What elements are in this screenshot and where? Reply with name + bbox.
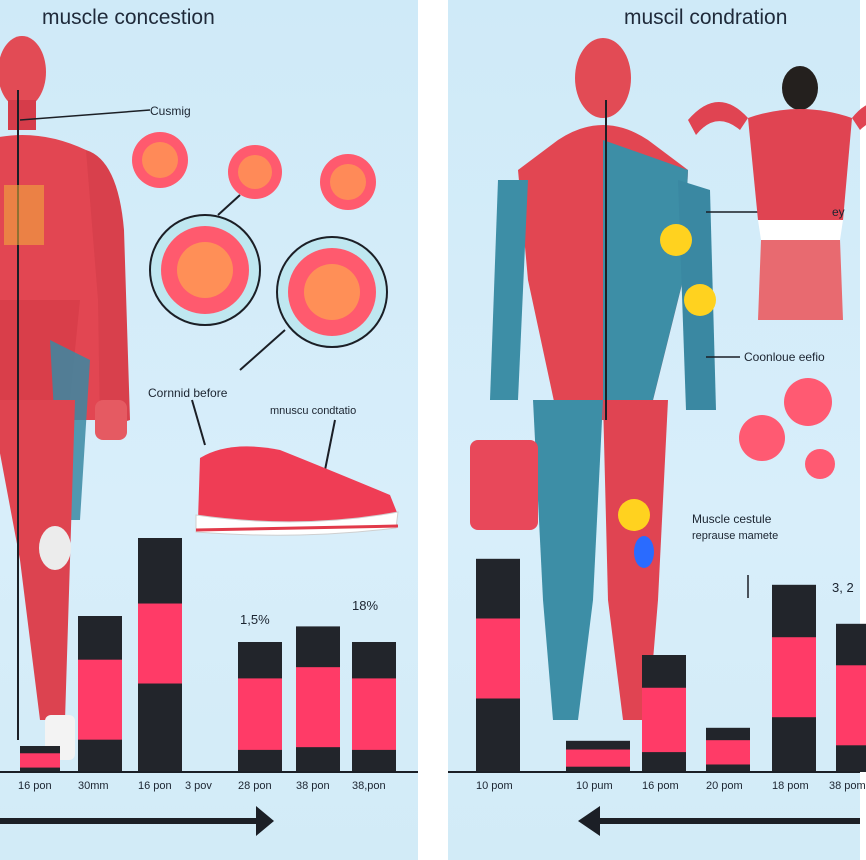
callout-shoe: mnuscu condtatio [270,405,357,417]
bar-segment [836,665,866,746]
left-illustration [0,36,418,773]
x-tick-label: 20 pom [706,780,743,792]
right-title: muscil condration [624,6,788,29]
bar-segment [706,740,750,765]
left-title: muscle concestion [42,6,215,29]
muscle-figure-left [0,36,151,760]
x-tick-label: 16 pon [138,780,172,792]
panel-divider [418,0,448,860]
callout-back: ey [832,205,845,219]
x-tick-label: 30mm [78,780,109,792]
bar-segment [20,753,60,768]
right-illustration [448,38,866,773]
x-tick-label: 28 pon [238,780,272,792]
bar-segment [238,678,282,750]
value-label: 3, 2 [832,580,854,595]
arrow-left [598,818,860,824]
x-tick-label: 18 pom [772,780,809,792]
x-tick-label: 16 pon [18,780,52,792]
x-tick-label: 3 pov [185,780,212,792]
bar-segment [476,618,520,699]
right-panel: muscil condration ey Coonloue eefio Musc… [448,0,866,860]
callout-muscle-sub: reprause mamete [692,530,779,542]
bar-segment [296,667,340,748]
callout-before: Cornnid before [148,386,228,400]
x-tick-label: 10 pum [576,780,613,792]
arrow-right [0,818,258,824]
x-tick-label: 10 pom [476,780,513,792]
bar-segment [642,687,686,753]
value-label: 1,5% [240,612,270,627]
sneaker-icon [195,446,399,536]
cell-cluster-left [132,132,388,471]
value-label: 18% [352,598,379,613]
bar-segment [78,659,122,740]
x-tick-label: 38 pon [296,780,330,792]
x-tick-label: 38,pon [352,780,386,792]
bar-segment [352,678,396,750]
x-tick-label: 16 pom [642,780,679,792]
callout-top: Cusmig [150,104,191,118]
x-tick-label: 38 pom [829,780,866,792]
bar-segment [772,637,816,718]
muscle-figure-right [470,38,828,720]
callout-muscle: Muscle cestule [692,512,772,526]
left-panel: muscle concestion Cusmig Cornnid before … [0,0,418,860]
cell-cluster-right [739,378,835,479]
right-bar-chart [448,558,866,773]
back-figure [688,66,866,320]
bar-segment [566,749,630,767]
callout-cell: Coonloue eefio [744,350,825,364]
bar-segment [138,603,182,684]
left-bar-chart [0,538,418,773]
